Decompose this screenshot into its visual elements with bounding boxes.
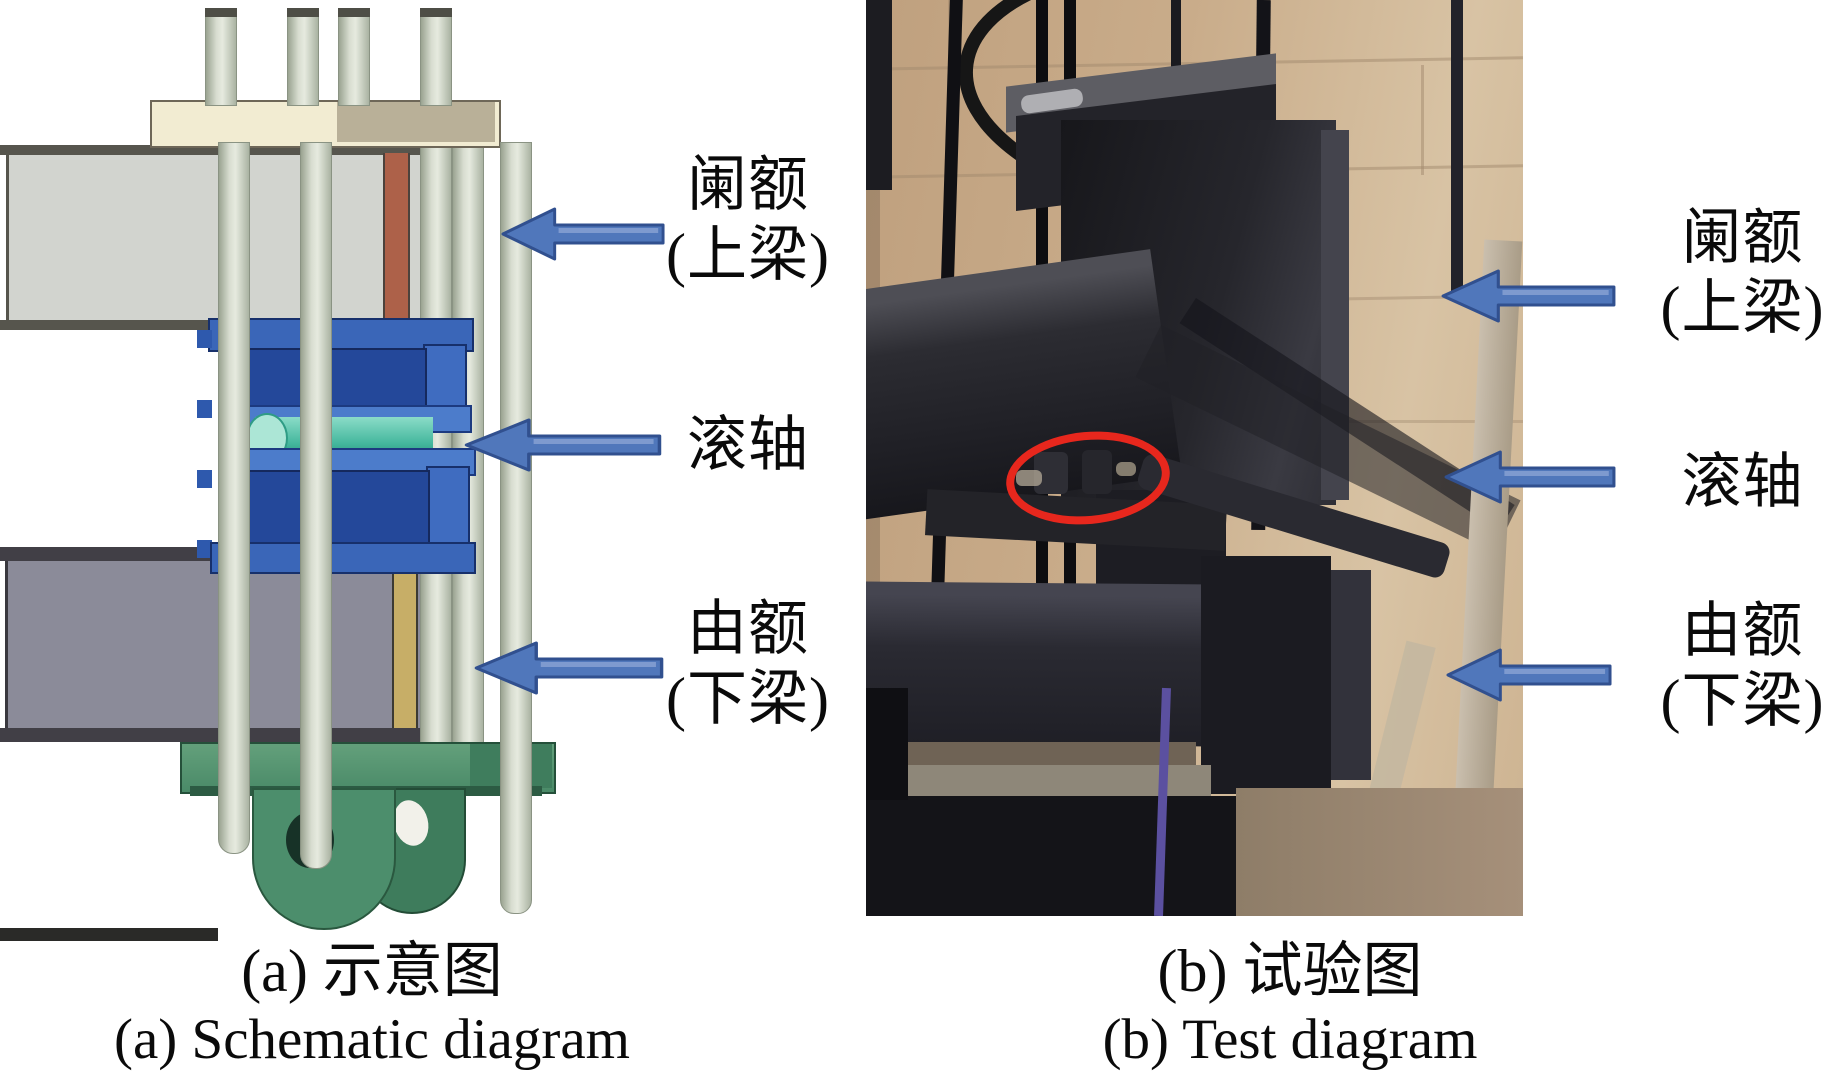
tie-rod-far-right bbox=[500, 142, 532, 914]
label-line: 由额 bbox=[687, 596, 809, 662]
threaded-rod bbox=[1451, 0, 1463, 300]
arrow-left-icon bbox=[464, 418, 662, 472]
base-line bbox=[0, 928, 218, 941]
photo-panel bbox=[866, 0, 1523, 916]
photo-lower-box-side bbox=[1331, 570, 1371, 780]
schematic-panel bbox=[0, 0, 830, 941]
base-block bbox=[866, 796, 1236, 916]
label-lower-beam-a: 由额 (下梁) bbox=[628, 594, 868, 734]
rod-stub bbox=[338, 16, 370, 106]
wall-joint-vertical bbox=[1421, 65, 1424, 175]
lower-beam-insert-strip bbox=[392, 565, 418, 728]
clamp-upper-box bbox=[248, 348, 427, 414]
label-line: (下梁) bbox=[666, 666, 830, 732]
caption-panel-a: (a) 示意图 (a) Schematic diagram bbox=[52, 934, 692, 1072]
label-line: 阑额 bbox=[687, 152, 809, 218]
rod-stub bbox=[205, 16, 237, 106]
label-line: 由额 bbox=[1681, 598, 1804, 664]
label-roller-a: 滚轴 bbox=[628, 410, 868, 480]
label-roller-b: 滚轴 bbox=[1625, 447, 1830, 517]
upper-beam-insert-strip bbox=[383, 153, 410, 320]
label-line: 滚轴 bbox=[1681, 449, 1804, 515]
rod-cap bbox=[287, 8, 319, 17]
caption-panel-b: (b) 试验图 (b) Test diagram bbox=[970, 934, 1610, 1072]
label-line: 阑额 bbox=[1681, 205, 1804, 271]
caption-a-en: (a) Schematic diagram bbox=[114, 1008, 630, 1071]
roller-nub bbox=[1082, 450, 1112, 494]
arrow-left-icon bbox=[1441, 269, 1616, 323]
label-lower-beam-b: 由额 (下梁) bbox=[1625, 596, 1830, 736]
label-upper-beam-b: 阑额 (上梁) bbox=[1625, 203, 1830, 343]
photo-lower-box bbox=[1201, 556, 1331, 794]
tie-rod-front-mid bbox=[300, 142, 332, 869]
arrow-left-icon bbox=[474, 641, 664, 695]
arrow-left-icon bbox=[1446, 648, 1612, 702]
rod-stub bbox=[287, 16, 319, 106]
label-line: 滚轴 bbox=[687, 412, 809, 478]
clamp-bottom-flange bbox=[210, 542, 476, 574]
label-line: (上梁) bbox=[1660, 275, 1825, 341]
label-line: (下梁) bbox=[1660, 668, 1825, 734]
caption-b-en: (b) Test diagram bbox=[1102, 1008, 1478, 1071]
label-line: (上梁) bbox=[666, 222, 830, 288]
roller-glint bbox=[1016, 470, 1042, 486]
clamp-lower-box bbox=[248, 470, 430, 549]
caption-a-zh: (a) 示意图 bbox=[241, 938, 503, 1004]
clamp-bolt-tab bbox=[197, 540, 212, 558]
caption-b-zh: (b) 试验图 bbox=[1157, 938, 1423, 1004]
dark-edge-object bbox=[866, 0, 892, 190]
dark-box bbox=[866, 688, 908, 800]
arrow-left-icon bbox=[1444, 450, 1616, 504]
floor bbox=[1236, 788, 1523, 916]
label-upper-beam-a: 阑额 (上梁) bbox=[628, 150, 868, 290]
rod-cap bbox=[338, 8, 370, 17]
rod-stub bbox=[420, 16, 452, 106]
rod-cap bbox=[205, 8, 237, 17]
base-shadow bbox=[866, 742, 1196, 768]
tie-rod-front-left bbox=[218, 142, 250, 854]
clamp-lower-box-side bbox=[426, 466, 470, 554]
rod-cap bbox=[420, 8, 452, 17]
clamp-bolt-tab bbox=[197, 400, 212, 418]
clamp-bolt-tab bbox=[197, 470, 212, 488]
arrow-left-icon bbox=[501, 207, 665, 261]
clamp-top-flange bbox=[208, 318, 474, 352]
top-clamp-beam-right bbox=[337, 102, 495, 142]
roller-glint bbox=[1116, 462, 1136, 476]
clamp-bolt-tab bbox=[197, 330, 212, 348]
